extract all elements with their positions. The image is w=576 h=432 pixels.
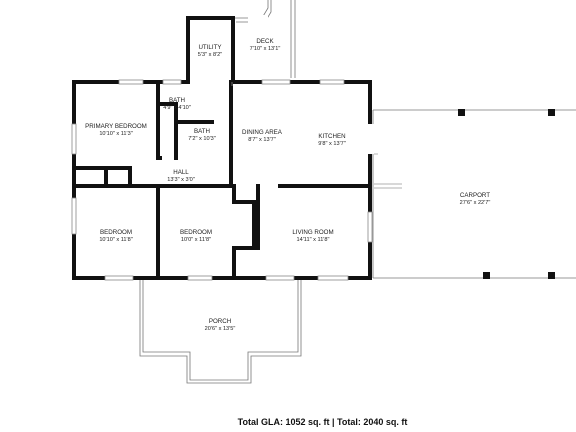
hall-dims: 13'3" x 3'0" bbox=[167, 177, 195, 183]
dining-area-name: DINING AREA bbox=[242, 129, 283, 136]
bedroom-2-dims: 10'0" x 11'8" bbox=[181, 237, 211, 243]
kitchen-dims: 9'8" x 13'7" bbox=[318, 141, 346, 147]
carport-dims: 27'6" x 22'7" bbox=[460, 200, 491, 206]
living-room-name: LIVING ROOM bbox=[292, 229, 333, 236]
bath-small-dims: 4'9" x 4'10" bbox=[163, 105, 191, 111]
bedroom-1-name: BEDROOM bbox=[100, 229, 132, 236]
windows bbox=[71, 79, 373, 281]
porch-name: PORCH bbox=[209, 318, 231, 325]
kitchen-name: KITCHEN bbox=[318, 133, 345, 140]
bedroom-1-dims: 10'10" x 11'8" bbox=[99, 237, 132, 243]
porch-dims: 20'6" x 13'5" bbox=[205, 326, 236, 332]
carport-name: CARPORT bbox=[460, 192, 490, 199]
deck-dims: 7'10" x 13'1" bbox=[250, 46, 281, 52]
detail-lines bbox=[231, 82, 402, 189]
bath-name: BATH bbox=[194, 128, 210, 135]
deck-name: DECK bbox=[256, 38, 274, 45]
carport-posts bbox=[458, 109, 555, 279]
area-summary: Total GLA: 1052 sq. ft | Total: 2040 sq.… bbox=[0, 417, 576, 427]
area-summary-text: Total GLA: 1052 sq. ft | Total: 2040 sq.… bbox=[237, 417, 408, 427]
primary-bedroom-dims: 10'10" x 11'3" bbox=[99, 131, 132, 137]
door-openings bbox=[248, 15, 374, 154]
dining-area-dims: 8'7" x 13'7" bbox=[248, 137, 276, 143]
bath-small-name: BATH bbox=[169, 97, 185, 104]
utility-dims: 5'3" x 8'2" bbox=[198, 52, 222, 58]
living-room-dims: 14'11" x 11'8" bbox=[297, 237, 330, 243]
hall-name: HALL bbox=[173, 169, 189, 176]
room-labels: UTILITY 5'3" x 8'2" DECK 7'10" x 13'1" B… bbox=[85, 38, 490, 332]
bedroom-2-name: BEDROOM bbox=[180, 229, 212, 236]
bath-dims: 7'2" x 10'3" bbox=[188, 136, 216, 142]
utility-name: UTILITY bbox=[198, 44, 221, 51]
primary-bedroom-name: PRIMARY BEDROOM bbox=[85, 123, 147, 130]
